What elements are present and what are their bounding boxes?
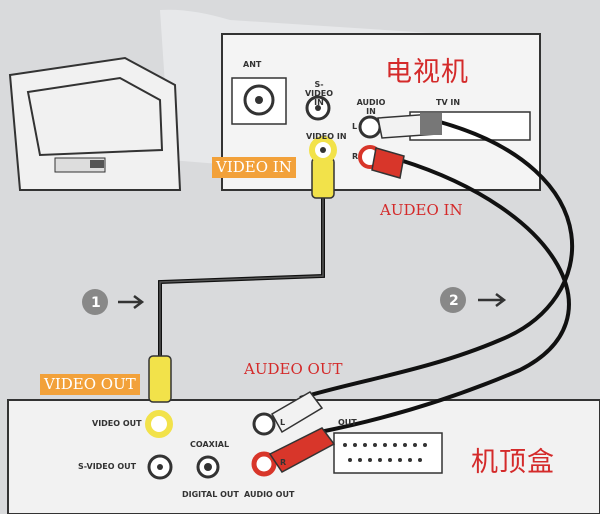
video-out-label: VIDEO OUT [92,419,142,428]
tv-l-label: L [352,122,358,131]
audio-cable-white [299,120,574,400]
stb-scart-port [333,432,443,474]
ant-label: ANT [243,60,262,69]
audio-out-label: AUDIO OUT [244,490,295,499]
s-video-in-label: S-VIDEO IN [304,80,334,107]
tv-label: 电视机 [385,57,469,88]
stb-l-label: L [280,418,286,427]
tv-audio-plug-red [358,145,405,179]
video-out-tag: VIDEO OUT [40,374,140,395]
scart-out-label: OUT [338,418,357,427]
video-in-label: VIDEO IN [306,132,347,141]
audio-out-tag: AUDEO OUT [244,360,343,378]
s-video-out-label: S-VIDEO OUT [78,462,137,471]
audio-cable-red [319,158,571,434]
stb-label: 机顶盒 [471,447,555,478]
video-in-tag: VIDEO IN [212,157,296,178]
tv-r-label: R [352,152,359,161]
audio-in-label: AUDIO IN [356,98,386,116]
step-1-circle [82,289,108,315]
audio-in-tag: AUDEO IN [380,201,463,219]
stb-audio-out-r-port [251,451,277,477]
digital-out-label: DIGITAL OUT [182,490,239,499]
video-plug-bottom [148,355,172,403]
tv-audio-plug-white [358,113,442,139]
stb-audio-plug-white [252,391,324,436]
stb-video-out-port [145,410,173,438]
step-2-circle [440,287,466,313]
stb-audio-plug-red [268,427,336,473]
stb-r-label: R [280,458,287,467]
step-2-number: 2 [449,293,459,309]
tv-in-label: TV IN [436,98,461,107]
tv-back-thumbnail [8,56,182,191]
video-cable [158,196,325,356]
step-1-number: 1 [91,295,101,311]
coaxial-label: COAXIAL [190,440,230,449]
